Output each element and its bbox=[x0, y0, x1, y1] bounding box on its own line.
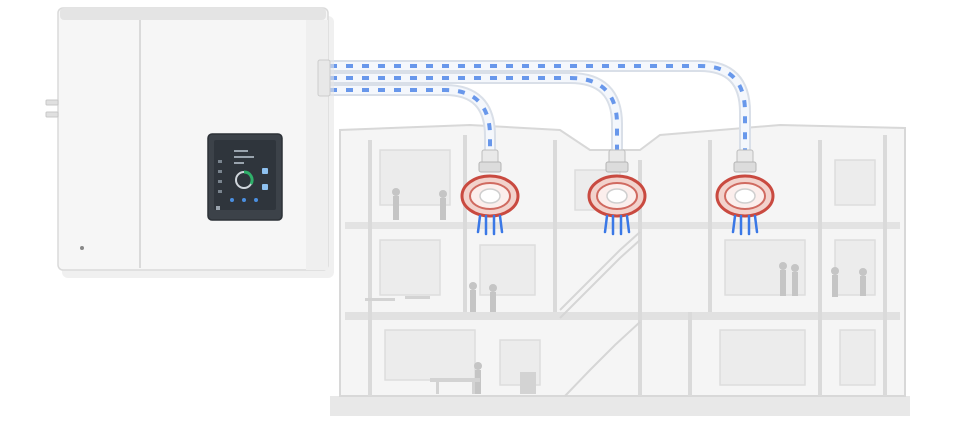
ground-slab bbox=[330, 396, 910, 416]
nozzle bbox=[587, 149, 647, 236]
floor-slab-upper bbox=[345, 222, 900, 229]
unit-side-panel bbox=[306, 20, 328, 270]
unit-top-edge bbox=[60, 8, 326, 20]
flow-dashes bbox=[330, 64, 747, 150]
diffuser-unit bbox=[45, 7, 334, 278]
status-led bbox=[80, 246, 84, 250]
furniture bbox=[365, 296, 536, 394]
staircase bbox=[559, 231, 641, 397]
side-port bbox=[45, 99, 59, 106]
interior-walls bbox=[368, 135, 887, 396]
side-port bbox=[45, 111, 59, 118]
mist-icon bbox=[476, 214, 504, 236]
control-screen bbox=[207, 133, 283, 221]
nozzle bbox=[460, 149, 520, 236]
pipe-network bbox=[320, 60, 751, 158]
unit-body bbox=[57, 7, 329, 271]
mist-icon bbox=[603, 214, 631, 236]
logo-mark bbox=[216, 206, 220, 210]
mist-icon bbox=[731, 214, 759, 236]
floor-slab-middle bbox=[345, 312, 900, 320]
nozzle bbox=[715, 149, 775, 236]
pipe-outlet bbox=[317, 59, 331, 97]
